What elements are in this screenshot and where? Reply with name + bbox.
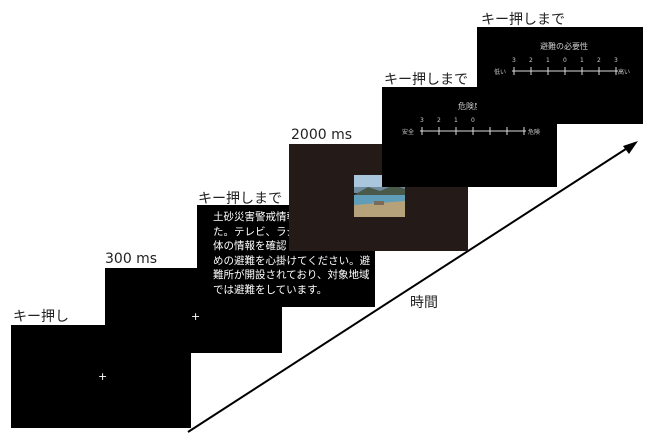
evacuation-scale-title: 避難の必要性: [540, 42, 588, 51]
evacuation-scale-right-label: 高い: [618, 69, 631, 76]
fixation-cross: +: [191, 310, 201, 323]
evacuation-scale-tick-label: 3: [512, 57, 516, 64]
danger-scale-tick-label: 1: [454, 117, 458, 124]
danger-scale-right-label: 危険: [528, 129, 541, 136]
danger-scale-tick-label: 0: [471, 117, 475, 124]
danger-scale-line: [420, 127, 526, 135]
evacuation-scale-line: [512, 67, 618, 75]
screen5-label: キー押しまで: [384, 72, 468, 88]
screen3-label: キー押しまで: [198, 191, 282, 207]
danger-scale-left-label: 安全: [402, 129, 415, 136]
time-axis-label: 時間: [410, 295, 438, 311]
danger-scale-title: 危険度: [458, 102, 482, 111]
screen1-label: キー押し: [13, 309, 69, 325]
landscape-photo: [354, 175, 405, 217]
evacuation-scale-tick-label: 1: [580, 57, 584, 64]
fixation-cross: +: [98, 370, 108, 383]
evacuation-scale-tick-label: 3: [614, 57, 618, 64]
danger-scale-tick-label: 2: [437, 117, 441, 124]
screen4-label: 2000 ms: [291, 127, 353, 143]
evacuation-scale-tick-label: 1: [546, 57, 550, 64]
screen6-evacuation-scale: [477, 27, 643, 124]
evacuation-scale-tick-label: 2: [529, 57, 533, 64]
evacuation-scale-left-label: 低い: [494, 69, 507, 76]
danger-scale-tick-label: 3: [420, 117, 424, 124]
evacuation-scale-tick-label: 0: [563, 57, 567, 64]
screen6-label: キー押しまで: [481, 12, 565, 28]
screen2-label: 300 ms: [105, 251, 158, 267]
evacuation-scale-tick-label: 2: [597, 57, 601, 64]
